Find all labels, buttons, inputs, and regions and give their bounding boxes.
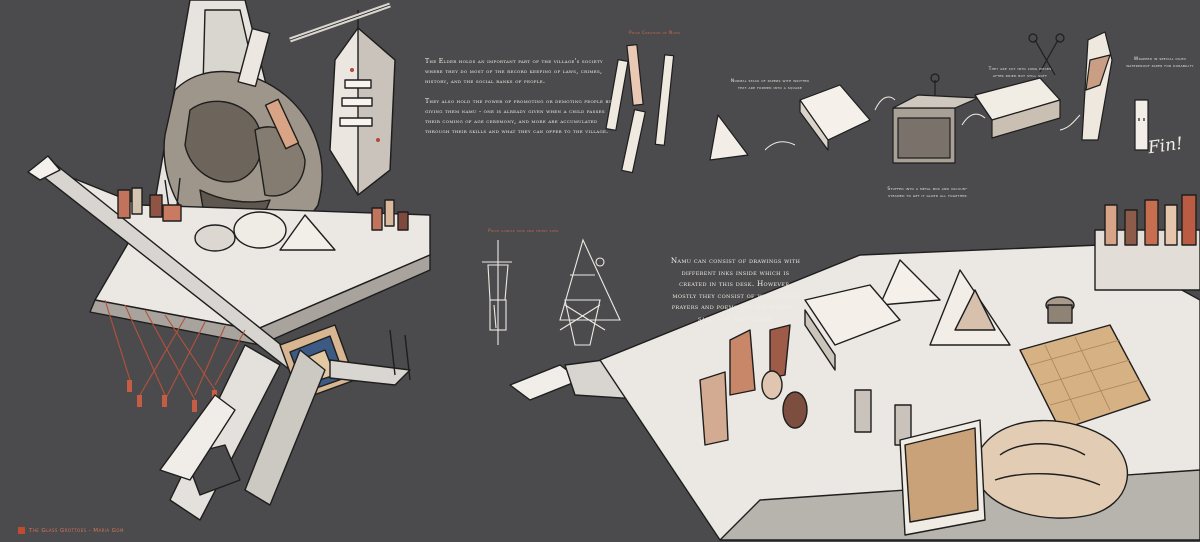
namu-desk-right	[509, 194, 1200, 541]
candle-study-sketches	[482, 238, 621, 346]
namu-process-title: Price Creation of Namu	[629, 31, 681, 36]
artist-credit: The Glass Grottoes - Maria Gom	[18, 527, 124, 534]
namu-step-2-caption: Stuffed into a metal box and vacuum-stea…	[887, 187, 968, 199]
elder-paragraph-1: The Elder holds an important part of the…	[425, 58, 603, 85]
artist-seal-icon	[18, 527, 25, 534]
namu-process-illustration	[605, 31, 1149, 174]
elder-desk-left	[27, 0, 431, 521]
elder-paragraph-2: They also hold the power of promoting or…	[425, 98, 612, 135]
credit-text: The Glass Grottoes - Maria Gom	[29, 528, 124, 534]
namu-description: Namu can consist of drawings with differ…	[670, 256, 801, 323]
namu-step-1-caption: Normal stack of papers with written text…	[730, 79, 810, 91]
candle-caption: Price candle side and front view	[488, 229, 559, 234]
namu-step-4-caption: Wrapped in special oiled waterproof pape…	[1126, 57, 1194, 69]
namu-step-3-caption: They are cut into long pieces after drie…	[988, 67, 1052, 79]
